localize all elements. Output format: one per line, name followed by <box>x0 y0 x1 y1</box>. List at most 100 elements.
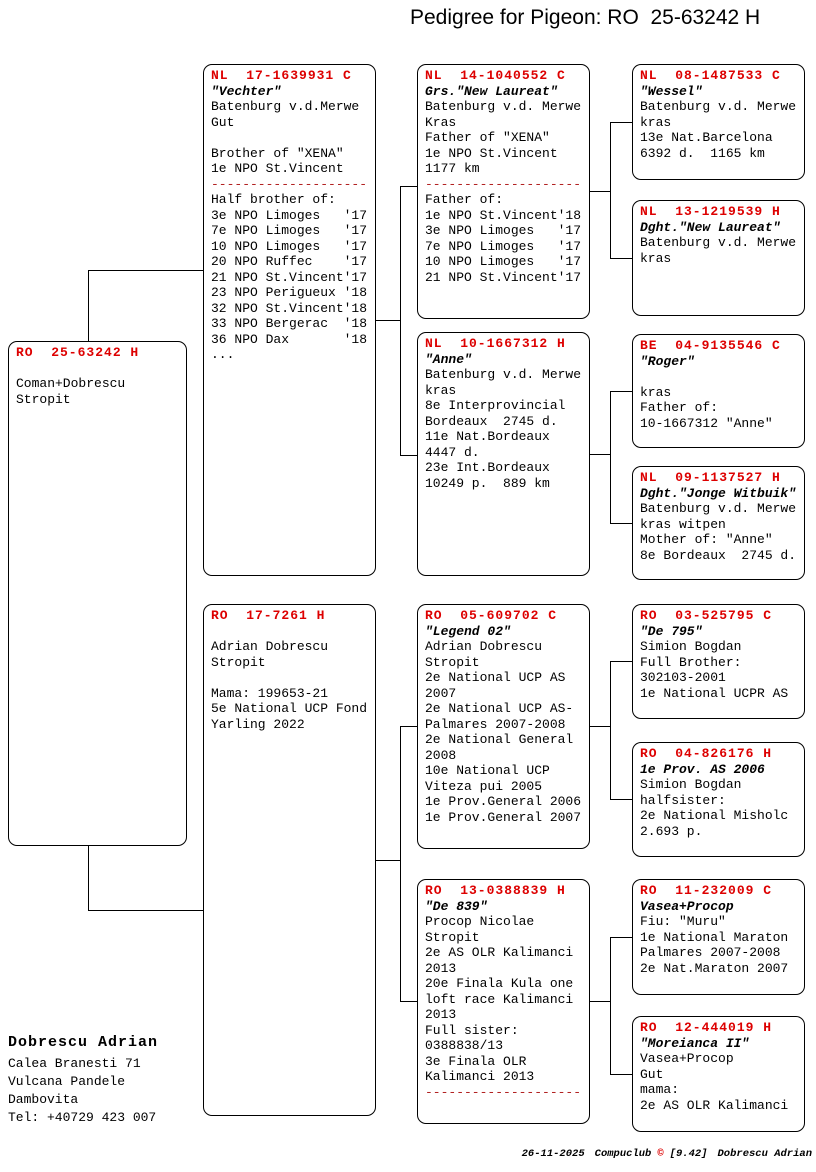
pedigree-box-dam-sire-sire: RO 03-525795 C "De 795" Simion Bogdan Fu… <box>632 604 805 719</box>
pigeon-details: Batenburg v.d. Merwe Kras Father of "XEN… <box>425 99 582 176</box>
pigeon-details: Batenburg v.d.Merwe Gut Brother of "XENA… <box>211 99 360 176</box>
pigeon-name: Dght."Jonge Witbuik" <box>640 485 797 501</box>
pigeon-name: "De 839" <box>425 898 488 914</box>
connector-line <box>376 860 400 861</box>
pigeon-name: Grs."New Laureat" <box>425 83 558 99</box>
connector-line <box>88 270 89 341</box>
pigeon-details: Batenburg v.d. Merwe kras witpen Mother … <box>640 501 797 563</box>
connector-line <box>610 799 632 800</box>
pedigree-box-sire-sire-sire: NL 08-1487533 C "Wessel" Batenburg v.d. … <box>632 64 805 180</box>
connector-line <box>400 1001 417 1002</box>
connector-line <box>610 523 632 524</box>
pigeon-details: Batenburg v.d. Merwe kras 13e Nat.Barcel… <box>640 99 797 161</box>
pigeon-details: Coman+Dobrescu Stropit <box>16 376 126 407</box>
pigeon-name: "Anne" <box>425 351 472 367</box>
owner-info: Dobrescu Adrian Calea Branesti 71 Vulcan… <box>8 1034 158 1127</box>
pigeon-details: Fiu: "Muru" 1e National Maraton Palmares… <box>640 914 789 976</box>
pigeon-details: Simion Bogdan halfsister: 2e National Mi… <box>640 777 789 839</box>
pigeon-name: "Legend 02" <box>425 623 511 639</box>
ring-number: NL 08-1487533 C <box>640 68 781 83</box>
pedigree-box-dam: RO 17-7261 H Adrian Dobrescu Stropit Mam… <box>203 604 376 1116</box>
ring-number: RO 04-826176 H <box>640 746 773 761</box>
connector-line <box>610 937 611 1075</box>
ring-number: BE 04-9135546 C <box>640 338 781 353</box>
ring-number: RO 11-232009 C <box>640 883 773 898</box>
pigeon-details-2: Half brother of: 3e NPO Limoges '17 7e N… <box>211 192 368 362</box>
footer-user: Dobrescu Adrian <box>717 1148 812 1160</box>
pedigree-box-sire-dam: NL 10-1667312 H "Anne" Batenburg v.d. Me… <box>417 332 590 576</box>
separator-line: -------------------- <box>425 1084 582 1100</box>
ring-number: NL 13-1219539 H <box>640 204 781 219</box>
connector-line <box>610 937 632 938</box>
separator-line: -------------------- <box>211 176 368 192</box>
pigeon-details: Adrian Dobrescu Stropit 2e National UCP … <box>425 639 582 825</box>
pigeon-details: Simion Bogdan Full Brother: 302103-2001 … <box>640 639 789 701</box>
connector-line <box>610 1074 632 1075</box>
ring-number: RO 05-609702 C <box>425 608 558 623</box>
pigeon-details: Procop Nicolae Stropit 2e AS OLR Kaliman… <box>425 914 574 1084</box>
pedigree-box-dam-sire-dam: RO 04-826176 H 1e Prov. AS 2006 Simion B… <box>632 742 805 857</box>
ring-number: NL 14-1040552 C <box>425 68 566 83</box>
connector-line <box>610 258 632 259</box>
ring-number: NL 17-1639931 C <box>211 68 352 83</box>
connector-line <box>610 122 632 123</box>
ring-number: RO 03-525795 C <box>640 608 773 623</box>
connector-line <box>590 1001 610 1002</box>
footer-date: 26-11-2025 <box>521 1148 585 1160</box>
page-title: Pedigree for Pigeon: RO 25-63242 H <box>410 6 761 29</box>
pigeon-details: kras Father of: 10-1667312 "Anne" <box>640 384 773 431</box>
ring-number: RO 12-444019 H <box>640 1020 773 1035</box>
owner-name: Dobrescu Adrian <box>8 1034 159 1051</box>
pigeon-details-2: Father of: 1e NPO St.Vincent'18 3e NPO L… <box>425 192 582 285</box>
pigeon-name: "Roger" <box>640 353 695 369</box>
ring-number: RO 17-7261 H <box>211 608 326 623</box>
connector-line <box>610 122 611 259</box>
connector-line <box>88 910 203 911</box>
connector-line <box>400 726 417 727</box>
pigeon-details: Adrian Dobrescu Stropit Mama: 199653-21 … <box>211 639 368 732</box>
pedigree-box-sire-dam-sire: BE 04-9135546 C "Roger" kras Father of: … <box>632 334 805 448</box>
footer: 26-11-2025 Compuclub © [9.42] Dobrescu Adria… <box>509 1136 812 1160</box>
ring-number: NL 09-1137527 H <box>640 470 781 485</box>
pedigree-box-dam-dam-dam: RO 12-444019 H "Moreianca II" Vasea+Proc… <box>632 1016 805 1132</box>
connector-line <box>88 846 89 911</box>
connector-line <box>610 391 611 524</box>
pigeon-name: Vasea+Procop <box>640 898 734 914</box>
separator-line: -------------------- <box>425 176 582 192</box>
pedigree-box-sire-dam-dam: NL 09-1137527 H Dght."Jonge Witbuik" Bat… <box>632 466 805 580</box>
connector-line <box>376 320 400 321</box>
pigeon-details: Batenburg v.d. Merwe kras 8e Interprovin… <box>425 367 582 491</box>
pedigree-box-dam-dam: RO 13-0388839 H "De 839" Procop Nicolae … <box>417 879 590 1124</box>
connector-line <box>400 455 417 456</box>
pigeon-name: 1e Prov. AS 2006 <box>640 761 765 777</box>
pedigree-box-sire: NL 17-1639931 C "Vechter" Batenburg v.d.… <box>203 64 376 576</box>
pigeon-name: Dght."New Laureat" <box>640 219 781 235</box>
connector-line <box>88 270 203 271</box>
connector-line <box>610 661 632 662</box>
connector-line <box>590 454 610 455</box>
pigeon-name: "Moreianca II" <box>640 1035 750 1051</box>
pigeon-name: "Vechter" <box>211 83 282 99</box>
pigeon-name: "De 795" <box>640 623 703 639</box>
ring-number: RO 13-0388839 H <box>425 883 566 898</box>
connector-line <box>610 661 611 800</box>
connector-line <box>400 726 401 1002</box>
connector-line <box>610 391 632 392</box>
footer-version: [9.42] <box>669 1148 708 1160</box>
ring-number: NL 10-1667312 H <box>425 336 566 351</box>
pedigree-box-subject: RO 25-63242 H Coman+Dobrescu Stropit <box>8 341 187 846</box>
copyright-icon: © <box>657 1148 664 1160</box>
connector-line <box>590 191 610 192</box>
pedigree-box-sire-sire: NL 14-1040552 C Grs."New Laureat" Batenb… <box>417 64 590 319</box>
pedigree-box-dam-dam-sire: RO 11-232009 C Vasea+Procop Fiu: "Muru" … <box>632 879 805 995</box>
owner-address: Calea Branesti 71 Vulcana Pandele Dambov… <box>8 1056 157 1125</box>
pigeon-details: Batenburg v.d. Merwe kras <box>640 235 797 266</box>
connector-line <box>400 186 417 187</box>
pigeon-details: Vasea+Procop Gut mama: 2e AS OLR Kaliman… <box>640 1051 789 1113</box>
footer-app: Compuclub <box>594 1148 652 1160</box>
pedigree-box-dam-sire: RO 05-609702 C "Legend 02" Adrian Dobres… <box>417 604 590 849</box>
pedigree-box-sire-sire-dam: NL 13-1219539 H Dght."New Laureat" Baten… <box>632 200 805 316</box>
connector-line <box>400 186 401 456</box>
connector-line <box>590 726 610 727</box>
ring-number: RO 25-63242 H <box>16 345 140 360</box>
